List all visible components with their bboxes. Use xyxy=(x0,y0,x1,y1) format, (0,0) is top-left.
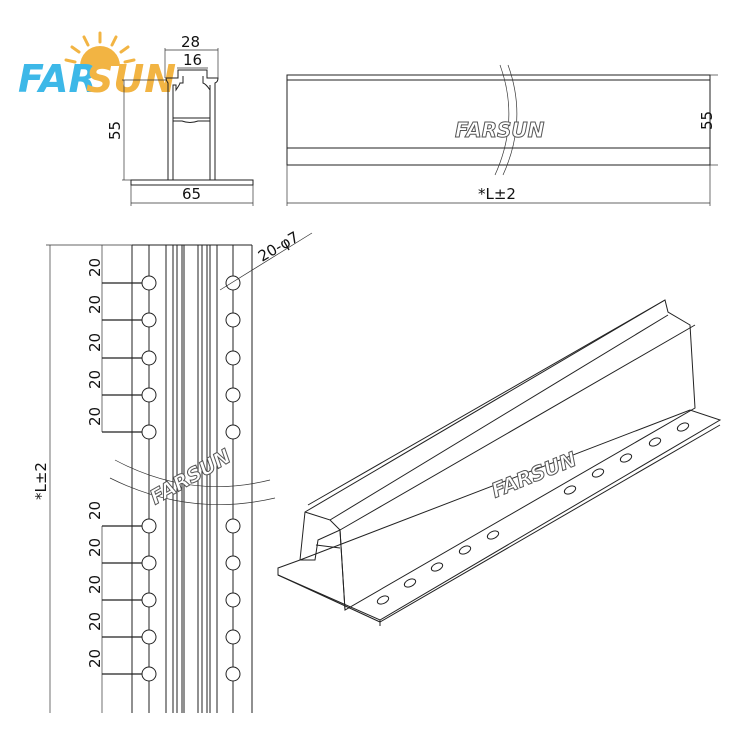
plan-view: FARSUN 20-φ7 *L±2 20 20 20 20 20 20 20 20 20 20 xyxy=(32,228,313,713)
hole xyxy=(141,275,157,291)
dim-base-width: 65 xyxy=(182,185,201,203)
iso-hole xyxy=(458,545,472,555)
dim-top-width: 28 xyxy=(181,33,200,51)
hole xyxy=(225,350,241,366)
dim-spacing: 20 xyxy=(86,649,104,668)
iso-hole xyxy=(430,562,444,572)
dim-slot-width: 16 xyxy=(183,51,202,69)
dim-plan-length: *L±2 xyxy=(32,462,50,500)
hole xyxy=(225,275,241,291)
side-view: FARSUN 55 *L±2 xyxy=(286,64,718,206)
hole xyxy=(225,312,241,328)
iso-hole xyxy=(403,578,417,588)
isometric-view: FARSUN xyxy=(277,299,722,626)
iso-hole xyxy=(376,595,390,605)
dim-hole-spec: 20-φ7 xyxy=(255,228,302,266)
hole xyxy=(225,387,241,403)
dim-spacing: 20 xyxy=(86,407,104,426)
hole xyxy=(225,424,241,440)
dim-height: 55 xyxy=(106,121,124,140)
dim-spacing: 20 xyxy=(86,370,104,389)
sun-icon xyxy=(80,46,120,66)
hole xyxy=(141,592,157,608)
dim-spacing: 20 xyxy=(86,612,104,631)
iso-hole xyxy=(648,437,662,447)
hole xyxy=(141,518,157,534)
dim-spacing: 20 xyxy=(86,575,104,594)
iso-hole xyxy=(486,530,500,540)
hole xyxy=(225,629,241,645)
hole xyxy=(141,555,157,571)
iso-hole xyxy=(676,422,690,432)
logo-text-sun: SUN xyxy=(86,57,176,101)
iso-hole xyxy=(619,453,633,463)
hole xyxy=(141,424,157,440)
dim-side-height: 55 xyxy=(698,111,716,130)
dim-side-length: *L±2 xyxy=(478,185,516,203)
dim-spacing: 20 xyxy=(86,295,104,314)
dim-spacing: 20 xyxy=(86,258,104,277)
watermark-plan: FARSUN xyxy=(146,444,236,510)
watermark-side: FARSUN xyxy=(455,118,545,142)
hole xyxy=(141,312,157,328)
hole xyxy=(225,555,241,571)
hole xyxy=(141,350,157,366)
farsun-logo: FAR SUN xyxy=(18,31,176,101)
iso-hole xyxy=(591,468,605,478)
dim-spacing: 20 xyxy=(86,538,104,557)
hole xyxy=(141,387,157,403)
logo-text-far: FAR xyxy=(18,57,98,101)
hole xyxy=(141,666,157,682)
section-view: 28 16 55 65 xyxy=(106,33,254,206)
dim-spacing: 20 xyxy=(86,333,104,352)
hole xyxy=(225,592,241,608)
dim-spacing: 20 xyxy=(86,501,104,520)
hole xyxy=(225,666,241,682)
hole xyxy=(225,518,241,534)
iso-hole xyxy=(563,485,577,495)
hole xyxy=(141,629,157,645)
